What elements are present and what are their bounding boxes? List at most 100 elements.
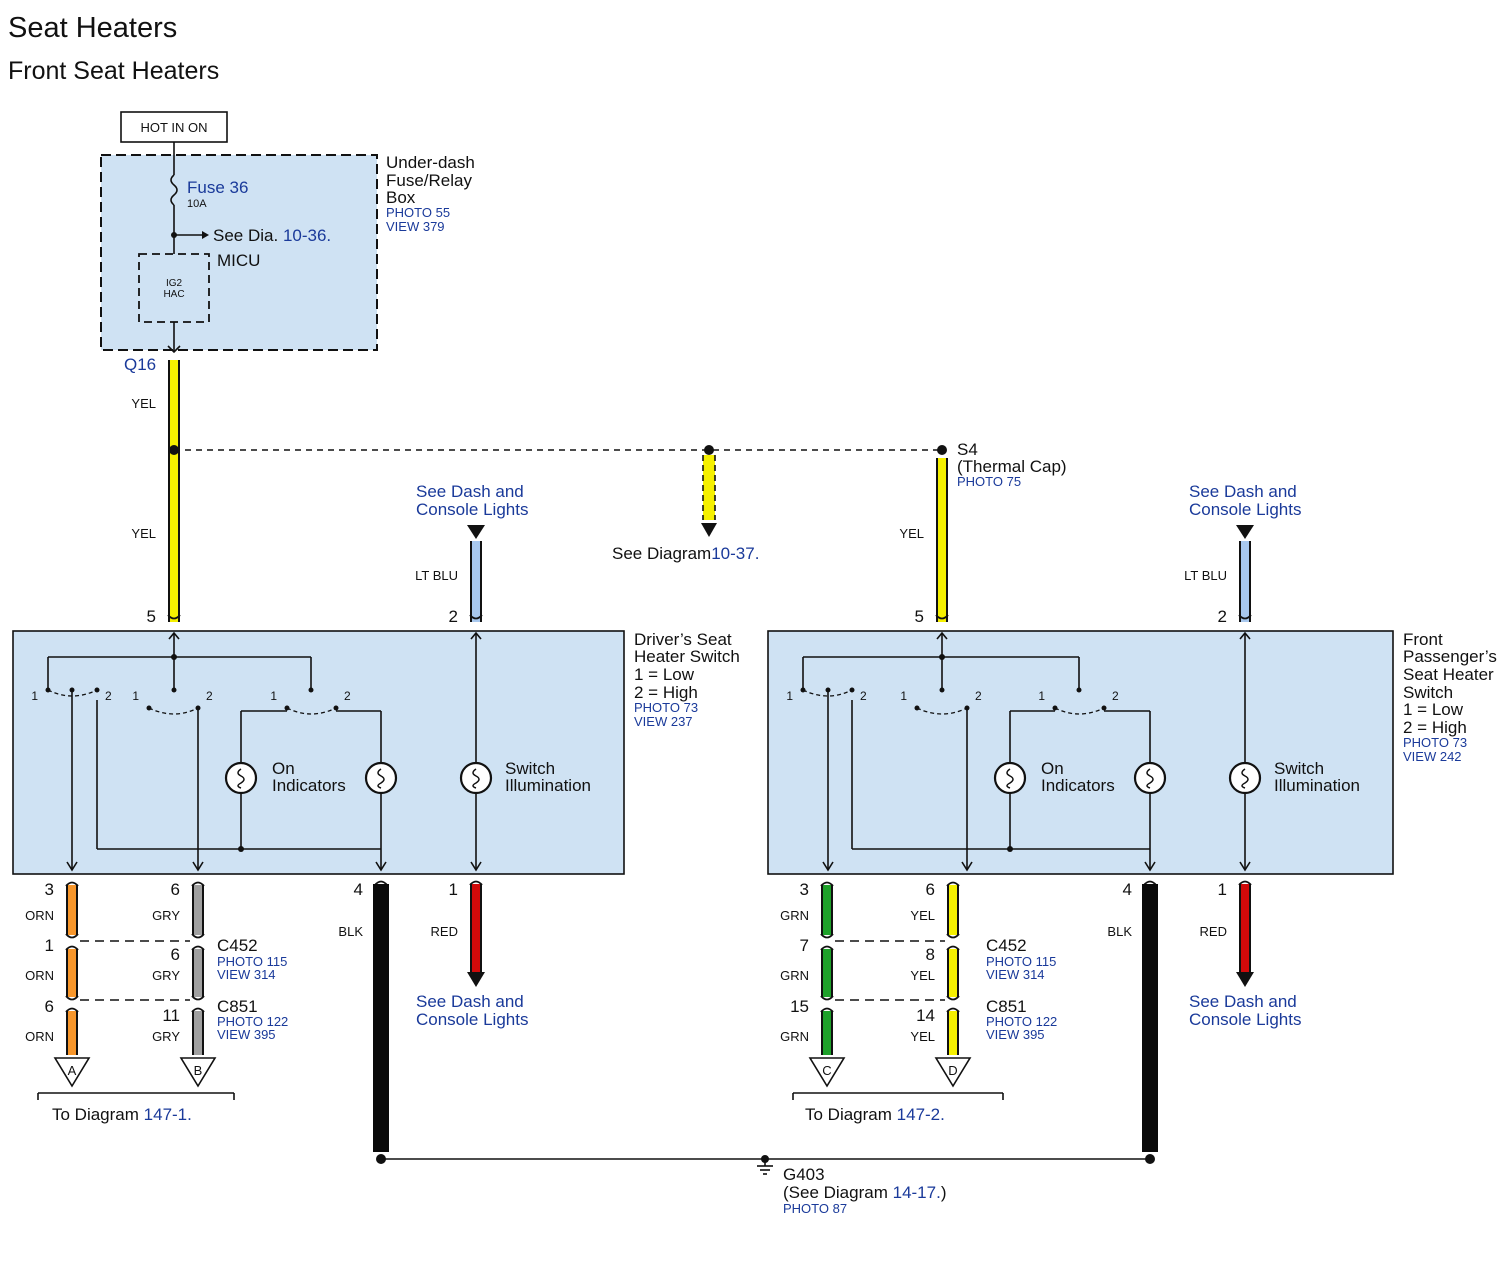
passenger-illumination-line-2: Illumination <box>1274 776 1360 795</box>
driver-c851-name: C851 <box>217 997 258 1016</box>
driver-sw1-label-2: 2 <box>105 689 112 703</box>
driver-dash-arrow-bottom-icon <box>467 972 485 987</box>
passenger-to-prefix: To Diagram <box>805 1105 892 1124</box>
passenger-to-diagram: To Diagram 147-2. <box>805 1105 945 1124</box>
micu-line-1: IG2 <box>166 278 183 289</box>
driver-sw3-pivot <box>308 687 314 693</box>
driver-return-node <box>238 846 244 852</box>
driver-indicator-lamp-right-icon-filament <box>377 768 385 789</box>
ground-name: G403 <box>783 1165 825 1184</box>
passenger-indicators-line-2: Indicators <box>1041 776 1115 795</box>
passenger-c851-pin-a: 15 <box>790 997 809 1016</box>
passenger-sw3-label-1: 1 <box>1038 689 1045 703</box>
driver-wire-b-term-top3 <box>191 1007 205 1013</box>
driver-wire-b-term-top1 <box>191 881 205 887</box>
fuse-box-name-3: Box <box>386 188 416 207</box>
splice-desc: (Thermal Cap) <box>957 457 1067 476</box>
passenger-wire-a-term-bot2 <box>820 995 834 1001</box>
passenger-name-4: Switch <box>1403 683 1453 702</box>
driver-to-prefix: To Diagram <box>52 1105 139 1124</box>
driver-indicators-line-2: Indicators <box>272 776 346 795</box>
connector-q16: Q16 <box>124 355 156 374</box>
passenger-wire-a-seg1 <box>823 885 831 935</box>
passenger-wire-a-label1: GRN <box>780 908 809 923</box>
passenger-wire-b-label3: YEL <box>910 1029 935 1044</box>
driver-sw2-label-1: 1 <box>132 689 139 703</box>
driver-pin-b-label: 6 <box>171 880 180 899</box>
splice-name: S4 <box>957 440 978 459</box>
driver-wire-b-label3: GRY <box>152 1029 180 1044</box>
passenger-to-ref: 147-2. <box>897 1105 945 1124</box>
ground-see-prefix: (See Diagram <box>783 1183 888 1202</box>
driver-wire-b-label2: GRY <box>152 968 180 983</box>
passenger-wire-a-label2: GRN <box>780 968 809 983</box>
passenger-wire-a-term-top3 <box>820 1007 834 1013</box>
passenger-red-label: RED <box>1200 924 1227 939</box>
driver-ltblu-label: LT BLU <box>415 568 458 583</box>
passenger-pin5-label: 5 <box>915 607 924 626</box>
passenger-dash-arrow-top-icon <box>1236 525 1254 539</box>
dash-lights-top-right-1: See Dash and <box>1189 482 1297 501</box>
see-dia-10-36: See Dia. 10-36. <box>213 226 331 245</box>
passenger-sw1-label-1: 1 <box>786 689 793 703</box>
driver-ref-a-letter: A <box>68 1063 77 1078</box>
passenger-name-6: 2 = High <box>1403 718 1467 737</box>
q16-arrow-icon <box>167 345 181 354</box>
driver-wire-b-term-bot1 <box>191 933 205 939</box>
see-dia-prefix: See Dia. <box>213 226 278 245</box>
driver-illum-in-arrow-icon <box>470 631 482 640</box>
passenger-wire-a-term-top1 <box>820 881 834 887</box>
passenger-illum-in-arrow-icon <box>1239 631 1251 640</box>
driver-red-wire <box>472 884 480 972</box>
passenger-name-1: Front <box>1403 630 1443 649</box>
passenger-pin2-terminal <box>1238 614 1252 620</box>
driver-to-diagram: To Diagram 147-1. <box>52 1105 192 1124</box>
driver-illumination-lamp-icon <box>459 761 493 795</box>
passenger-view: VIEW 242 <box>1403 749 1462 764</box>
driver-name-1: Driver’s Seat <box>634 630 732 649</box>
ground-symbol-icon <box>757 1159 773 1175</box>
driver-c452-view: VIEW 314 <box>217 967 276 982</box>
driver-view: VIEW 237 <box>634 714 693 729</box>
passenger-pin2-label: 2 <box>1218 607 1227 626</box>
yel-label-upper: YEL <box>131 396 156 411</box>
driver-dash-arrow-top-icon <box>467 525 485 539</box>
dash-lights-bottom-right-2: Console Lights <box>1189 1010 1301 1029</box>
driver-wire-a-seg1 <box>68 885 76 935</box>
driver-wire-b-seg1 <box>194 885 202 935</box>
passenger-out-b-arrow-icon <box>961 861 973 872</box>
passenger-illumination-lamp-icon-filament <box>1241 768 1249 789</box>
driver-illum-out-arrow-icon <box>470 861 482 872</box>
passenger-c851-photo: PHOTO 122 <box>986 1014 1057 1029</box>
driver-sw1-label-1: 1 <box>31 689 38 703</box>
driver-pin4-label: 4 <box>354 880 363 899</box>
passenger-return-node <box>1007 846 1013 852</box>
driver-pin4-terminal <box>374 880 388 886</box>
driver-c452-photo: PHOTO 115 <box>217 954 287 969</box>
passenger-red-wire <box>1241 884 1249 972</box>
driver-illumination-line-1: Switch <box>505 759 555 778</box>
passenger-indicator-lamp-left-icon <box>993 761 1027 795</box>
passenger-pin-a-label: 3 <box>800 880 809 899</box>
driver-ref-b-triangle <box>179 1057 217 1088</box>
passenger-pin1-terminal <box>1238 880 1252 886</box>
ground-dot-right <box>1145 1154 1155 1164</box>
splice-dot-s4 <box>937 445 947 455</box>
passenger-pwr-arrow-icon <box>936 631 948 640</box>
passenger-dash-arrow-bottom-icon <box>1236 972 1254 987</box>
passenger-wire-b-term-top2 <box>946 945 960 951</box>
passenger-indicator-lamp-right-icon <box>1133 761 1167 795</box>
dash-lights-bottom-left-2: Console Lights <box>416 1010 528 1029</box>
passenger-c452-view: VIEW 314 <box>986 967 1045 982</box>
see-10-37-arrow-icon <box>701 523 717 537</box>
driver-wire-a-seg3 <box>68 1011 76 1055</box>
driver-name-4: 2 = High <box>634 683 698 702</box>
driver-pin2-label: 2 <box>449 607 458 626</box>
passenger-ltblu-label: LT BLU <box>1184 568 1227 583</box>
driver-wire-b-term-top2 <box>191 945 205 951</box>
ground-see: (See Diagram 14-17.) <box>783 1183 946 1202</box>
passenger-sw2-label-1: 1 <box>900 689 907 703</box>
driver-to-ref: 147-1. <box>144 1105 192 1124</box>
